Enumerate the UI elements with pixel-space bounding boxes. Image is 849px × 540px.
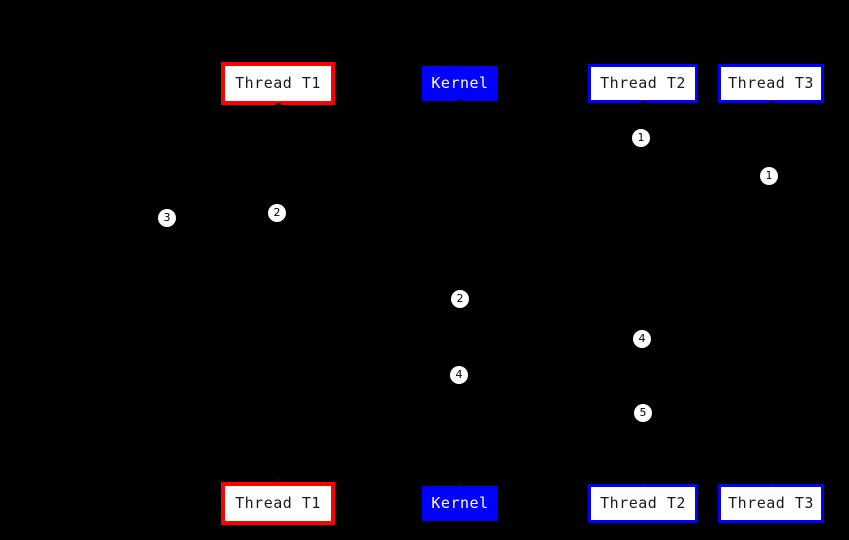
participant-box-thread-t3-top[interactable]: Thread T3 xyxy=(718,64,824,103)
lifeline-stub-kernel-bottom xyxy=(458,483,463,487)
message-badge-number: 4 xyxy=(455,368,463,381)
lifeline-stub-thread-t1-bottom xyxy=(276,479,281,483)
lifeline-stub-thread-t3-top xyxy=(769,101,774,105)
participant-label-thread-t3-bottom: Thread T3 xyxy=(728,494,814,512)
lifeline-stub-thread-t2-top xyxy=(641,101,646,105)
participant-box-kernel-bottom[interactable]: Kernel xyxy=(422,486,498,521)
participant-box-thread-t1-bottom[interactable]: Thread T1 xyxy=(221,482,335,525)
message-badge-number: 1 xyxy=(765,169,773,182)
participant-box-thread-t2-bottom[interactable]: Thread T2 xyxy=(588,484,698,523)
message-badge-number: 4 xyxy=(638,332,646,345)
message-badge[interactable]: 4 xyxy=(633,330,651,348)
participant-box-thread-t1-top[interactable]: Thread T1 xyxy=(221,62,335,105)
participant-label-thread-t2-top: Thread T2 xyxy=(600,74,686,92)
message-badge[interactable]: 3 xyxy=(158,209,176,227)
participant-box-thread-t2-top[interactable]: Thread T2 xyxy=(588,64,698,103)
message-badge[interactable]: 1 xyxy=(760,167,778,185)
lifeline-stub-kernel-top xyxy=(458,99,463,103)
participant-label-thread-t2-bottom: Thread T2 xyxy=(600,494,686,512)
participant-label-thread-t3-top: Thread T3 xyxy=(728,74,814,92)
message-badge[interactable]: 2 xyxy=(451,290,469,308)
participant-label-thread-t1-bottom: Thread T1 xyxy=(235,494,321,512)
lifeline-thread-t3 xyxy=(771,103,772,484)
lifeline-stub-thread-t1-top xyxy=(276,103,281,107)
message-badge-number: 2 xyxy=(273,206,281,219)
message-badge-number: 5 xyxy=(639,406,647,419)
participant-label-kernel-bottom: Kernel xyxy=(431,494,489,512)
message-badge-number: 2 xyxy=(456,292,464,305)
message-badge[interactable]: 4 xyxy=(450,366,468,384)
message-badge-number: 3 xyxy=(163,211,171,224)
message-badge-number: 1 xyxy=(637,131,645,144)
lifeline-stub-thread-t2-bottom xyxy=(641,481,646,485)
participant-box-kernel-top[interactable]: Kernel xyxy=(422,66,498,101)
lifeline-stub-thread-t3-bottom xyxy=(769,481,774,485)
message-badge[interactable]: 1 xyxy=(632,129,650,147)
message-badge[interactable]: 5 xyxy=(634,404,652,422)
lifeline-thread-t2 xyxy=(643,103,644,484)
participant-label-thread-t1-top: Thread T1 xyxy=(235,74,321,92)
participant-label-kernel-top: Kernel xyxy=(431,74,489,92)
lifeline-thread-t1 xyxy=(278,105,279,482)
message-badge[interactable]: 2 xyxy=(268,204,286,222)
participant-box-thread-t3-bottom[interactable]: Thread T3 xyxy=(718,484,824,523)
